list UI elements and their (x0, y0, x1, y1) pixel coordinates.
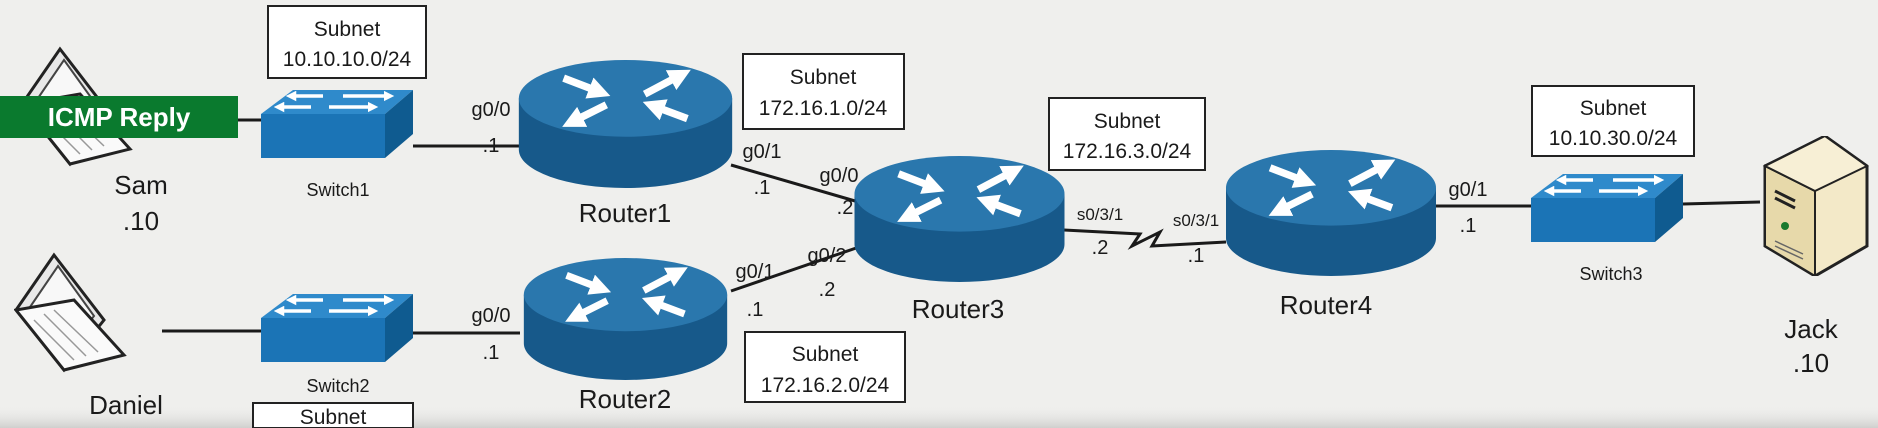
ip-r1-g00: .1 (483, 135, 500, 157)
ip-r2-g01: .1 (747, 299, 764, 321)
ip-r3-g02: .2 (819, 279, 836, 301)
host-ip-sam: .10 (123, 206, 159, 236)
switch-label-switch1: Switch1 (306, 180, 369, 200)
switch-icon-switch1[interactable] (261, 90, 413, 158)
subnet-title: Subnet (790, 66, 857, 89)
router-label-router4: Router4 (1280, 290, 1373, 320)
interface-r2-g00: g0/0 (472, 305, 511, 327)
router-label-router3: Router3 (912, 294, 1005, 324)
switch-icon-switch2[interactable] (261, 294, 413, 362)
interface-r3-g00: g0/0 (820, 165, 859, 187)
router-label-router2: Router2 (579, 384, 672, 414)
router-icon-router3[interactable] (855, 156, 1065, 282)
subnet-box-172-16-3: Subnet 172.16.3.0/24 (1048, 97, 1206, 171)
host-name-jack: Jack (1784, 314, 1838, 344)
router-icon-router4[interactable] (1226, 150, 1436, 276)
subnet-network: 10.10.10.0/24 (283, 48, 412, 71)
subnet-title: Subnet (1580, 97, 1647, 120)
interface-r1-g00: g0/0 (472, 99, 511, 121)
interface-r3-g02: g0/2 (808, 245, 847, 267)
interface-r1-g01: g0/1 (743, 141, 782, 163)
icmp-reply-label: ICMP Reply (48, 102, 191, 132)
ip-r3-s031: .2 (1092, 237, 1109, 259)
subnet-title: Subnet (792, 343, 859, 366)
switch-label-switch3: Switch3 (1579, 264, 1642, 284)
interface-r2-g01: g0/1 (736, 261, 775, 283)
interface-r3-s031: s0/3/1 (1077, 205, 1123, 224)
router-icon-router2[interactable] (524, 258, 727, 380)
icmp-reply-banner: ICMP Reply (0, 96, 238, 138)
subnet-network: 172.16.2.0/24 (761, 374, 890, 397)
subnet-box-172-16-2: Subnet 172.16.2.0/24 (744, 331, 906, 403)
interface-r4-g01: g0/1 (1449, 179, 1488, 201)
subnet-title: Subnet (1094, 110, 1161, 133)
ip-r2-g00: .1 (483, 342, 500, 364)
laptop-icon-daniel[interactable] (14, 253, 126, 372)
subnet-box-partial: Subnet (252, 402, 414, 428)
link-router1-router3 (730, 163, 863, 205)
subnet-title: Subnet (314, 18, 381, 41)
link-switch3-jack (1682, 200, 1761, 206)
host-ip-jack: .10 (1793, 348, 1829, 378)
subnet-box-172-16-1: Subnet 172.16.1.0/24 (742, 53, 905, 130)
subnet-title: Subnet (300, 406, 367, 428)
subnet-network: 172.16.1.0/24 (759, 97, 888, 120)
interface-r4-s031: s0/3/1 (1173, 211, 1219, 230)
router-label-router1: Router1 (579, 198, 672, 228)
subnet-network: 10.10.30.0/24 (1549, 127, 1678, 150)
host-name-sam: Sam (114, 170, 167, 200)
subnet-network: 172.16.3.0/24 (1063, 140, 1192, 163)
subnet-box-10-10-10: Subnet 10.10.10.0/24 (267, 5, 427, 79)
subnet-box-10-10-30: Subnet 10.10.30.0/24 (1531, 85, 1695, 157)
link-router2-router3 (730, 244, 863, 293)
host-name-daniel: Daniel (89, 390, 163, 420)
server-icon-jack[interactable] (1763, 136, 1869, 276)
ip-r4-s031: .1 (1188, 245, 1205, 267)
switch-icon-switch3[interactable] (1531, 174, 1683, 242)
serial-link-router3-router4 (1063, 228, 1227, 250)
ip-r3-g00: .2 (837, 197, 854, 219)
bottom-fade (0, 405, 1878, 428)
ip-r4-g01: .1 (1460, 215, 1477, 237)
switch-label-switch2: Switch2 (306, 376, 369, 396)
ip-r1-g01: .1 (754, 177, 771, 199)
router-icon-router1[interactable] (519, 60, 732, 188)
interface-labels: g0/0 .1 g0/1 .1 g0/0 .2 g0/0 .1 g0/1 .1 … (472, 99, 1488, 364)
